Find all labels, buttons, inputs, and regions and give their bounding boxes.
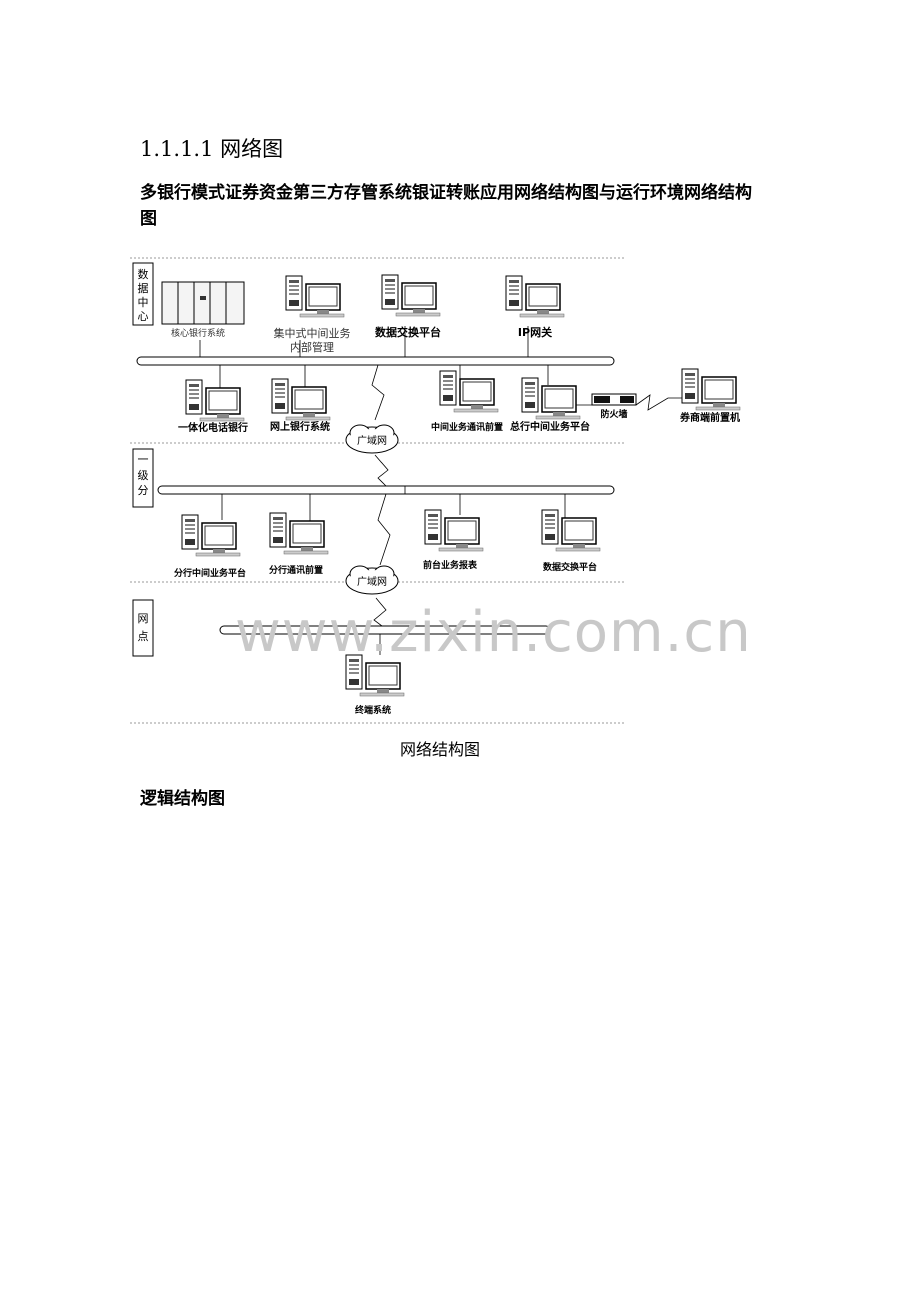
node-label: 中间业务通讯前置 [431,421,503,433]
zone-char: 心 [138,310,149,323]
wan-link [374,454,389,487]
zone-char: 网 [138,612,149,625]
wan-link [371,364,385,421]
zone-char: 据 [138,281,149,295]
zone-data-center [132,262,154,326]
node-label: 网上银行系统 [270,420,330,433]
node-label: 前台业务报表 [423,559,478,571]
zone-char: 一 [138,453,149,466]
computer-icon [439,370,499,413]
diagram-title: 多银行模式证券资金第三方存管系统银证转账应用网络结构图与运行环境网络结构图 [140,183,752,229]
computer-icon [521,377,581,420]
computer-icon [285,275,345,318]
node-label: 分行通讯前置 [269,564,323,576]
svg-text:广域网: 广域网 [357,575,387,588]
wan-cloud-icon: 广域网 [345,565,399,595]
node-label: 券商端前置机 [679,411,740,424]
zone-branch [132,448,154,508]
zone-char: 点 [138,630,149,643]
zone-char: 中 [138,296,149,309]
node-label: 终端系统 [354,704,391,716]
zone-char: 分 [138,484,149,497]
zone-outlet [132,599,154,657]
computer-icon [181,514,241,557]
firewall-icon [591,393,637,406]
zone-char: 数 [138,268,149,281]
computer-icon [505,275,565,318]
mainframe-icon [161,281,245,325]
computer-icon [541,509,601,552]
wan-link [377,493,391,566]
node-label: 一体化电话银行 [178,421,248,434]
wan-link [635,394,682,411]
section-heading: 1.1.1.1 网络图 [140,137,284,161]
node-label: 总行中间业务平台 [510,420,590,433]
node-label: 分行中间业务平台 [174,567,246,579]
node-label: IP网关 [518,325,552,339]
watermark: www.zixin.com.cn [235,600,752,665]
node-label: 内部管理 [290,340,334,354]
node-label: 防火墙 [600,408,627,420]
node-label: 数据交换平台 [375,325,441,339]
svg-text:广域网: 广域网 [357,434,387,447]
computer-icon [424,509,484,552]
backbone-bus-branch [157,485,615,495]
computer-icon [381,274,441,317]
wan-link [373,597,387,627]
node-label: 集中式中间业务 [274,326,351,340]
computer-icon [271,378,331,421]
node-label: 核心银行系统 [171,327,225,339]
section-subheading: 逻辑结构图 [140,789,225,809]
backbone-bus-outlet [219,625,551,635]
node-label: 数据交换平台 [543,561,597,573]
backbone-bus-hq [136,356,615,366]
computer-icon [269,512,329,555]
zone-char: 级 [138,469,149,482]
computer-icon [185,379,245,422]
computer-icon [681,368,741,411]
figure-caption: 网络结构图 [400,740,481,759]
wan-cloud-icon: 广域网 [345,424,399,454]
